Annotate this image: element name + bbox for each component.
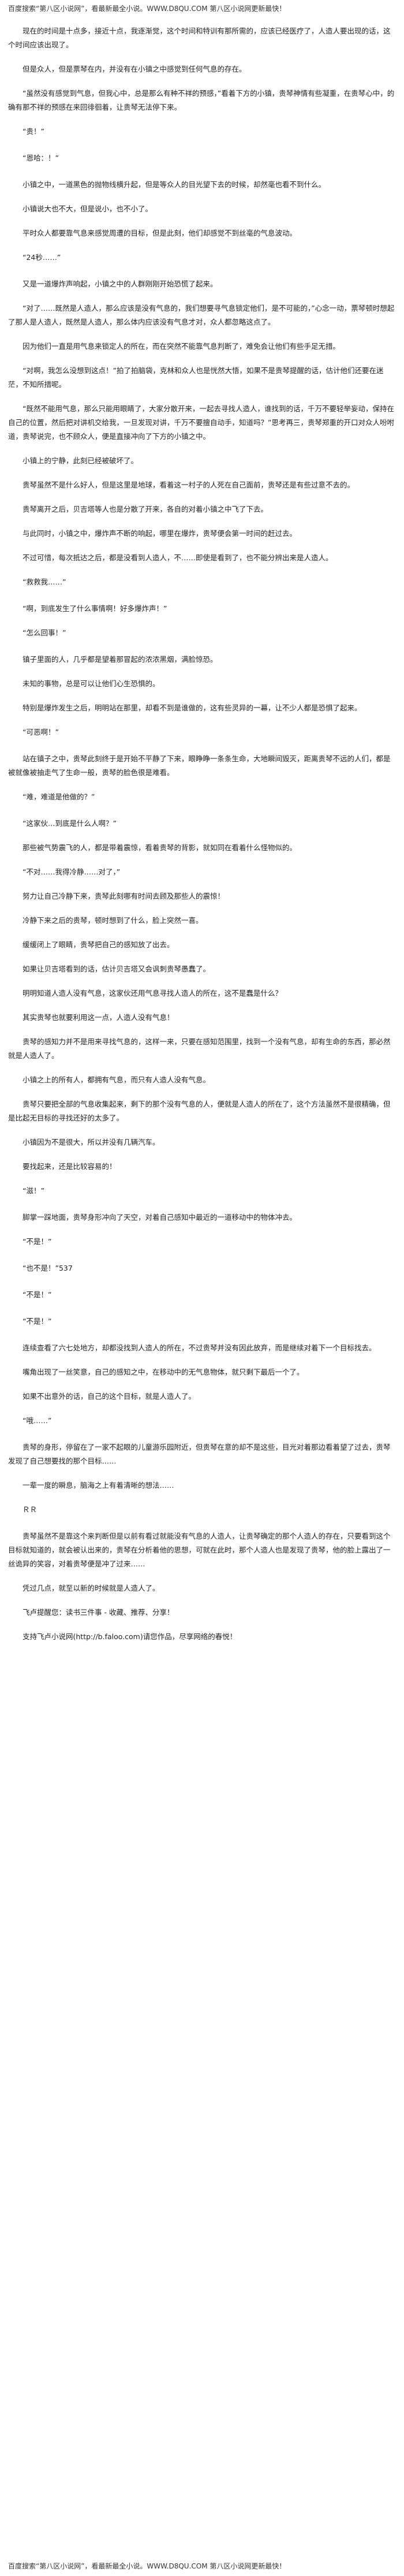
paragraph: 镇子里面的人，几乎都是望着那冒起的浓浓黑烟，满脸惊恐。 — [23, 655, 218, 664]
paragraph: 未知的事物，总是可以让他们心生恐惧的。 — [23, 679, 160, 688]
paragraph: 现在的时间是十点多，接近十点，我逐渐觉，这个时间和特训有那所需的，应该已经医疗了… — [8, 27, 391, 49]
paragraph: 如果不出意外的话，自己的这个目标，就是人造人了。 — [23, 1392, 196, 1401]
paragraph: “既然不能用气息，那么只能用眼睛了，大家分散开来，一起去寻找人造人，谁找到的话，… — [8, 404, 394, 441]
paragraph: 但是众人，但是票琴在内，并没有在小镇之中感觉到任何气息的存在。 — [23, 65, 246, 73]
paragraph: 努力让自己冷静下来，贵琴此刻哪有时间去顾及那些人的震惊！ — [23, 892, 225, 900]
paragraph: 小镇说大也不大，但是说小，也不小了。 — [23, 204, 153, 213]
paragraph: 站在镇子之中，贵琴此刻终于是开始不平静了下来，眼睁睁一条条生命，大地瞬间毁灭，距… — [8, 754, 391, 777]
paragraph: 小镇之中，一道黑色的抛物线横升起，但是等众人的目光望下去的时候，却然毫也看不到什… — [23, 180, 326, 189]
paragraph: ＲＲ — [23, 1505, 38, 1514]
paragraph: “这家伙…到底是什么人啊？” — [23, 819, 117, 828]
paragraph: “恩哈：！” — [23, 154, 59, 162]
top-banner: 百度搜索“第八区小说网”，看最新最全小说。WWW.D8QU.COM 第八区小说网… — [8, 5, 286, 13]
paragraph: 因为他们一直是用气息来锁定人的所在，而在突然不能靠气息判断了，难免会让他们有些手… — [23, 342, 341, 351]
paragraph: 飞卢提醒您：读书三件事 - 收藏、推荐、分享！ — [23, 1608, 174, 1617]
paragraph: 要找起来，还是比较容易的！ — [23, 1162, 117, 1171]
paragraph: 贵琴的身形，停留在了一家不起眼的儿童游乐园附近，但贵琴在意的却不是这些，目光对着… — [8, 1443, 391, 1465]
paragraph: 连续查看了六七处地方，却都没找到人造人的所在，不过贵琴并没有因此放弃，而是继续对… — [23, 1343, 376, 1352]
paragraph: 贵琴离开之后，贝吉塔等人也是分散了开来，各自的对着小镇之中飞了下去。 — [23, 505, 268, 513]
paragraph: 嘴角出现了一丝笑意，自己的感知之中，在移动中的无气息物体，就只剩下最后一个了。 — [23, 1368, 304, 1376]
paragraph: “啊，到底发生了什么事情啊！好多爆炸声！” — [23, 604, 167, 613]
paragraph: “贵！” — [23, 127, 44, 136]
paragraph: 凭过几点，就至以新的时候就是人造人了。 — [23, 1584, 160, 1592]
paragraph: “虽然没有感觉到气息，但我心中，总是那么有种不祥的预感，”看着下方的小镇，贵琴神… — [8, 89, 395, 111]
paragraph: “滋！” — [23, 1186, 44, 1195]
paragraph: 又是一道爆炸声响起，小镇之中的人群刚刚开始恐慌了起来。 — [23, 280, 218, 288]
paragraph: 那些被气势震飞的人，都是带着震惊，看着贵琴的背影，就如同在看着什么怪物似的。 — [23, 843, 297, 852]
paragraph: “不是！” — [23, 1317, 52, 1326]
paragraph: “对啊，我怎么没想到这点！”拍了拍脑袋，克林和众人也是恍然大悟，如果不是贵琴提醒… — [8, 366, 384, 389]
paragraph: “24秒……” — [23, 253, 61, 262]
paragraph: 小镇之上的所有人，都拥有气息，而只有人造人没有气息。 — [23, 1075, 211, 1084]
paragraph: 贵琴的感知力并不是用来寻找气息的，这样一来，只要在感知范围里，找到一个没有气息，… — [8, 1037, 391, 1060]
paragraph: “难，难道是他做的？” — [23, 792, 95, 801]
paragraph: 明明知道人造人没有气息，这家伙还用气息寻找人造人的所在，这不是蠢是什么？ — [23, 989, 283, 997]
bottom-banner: 百度搜索“第八区小说网”，看最新最全小说。WWW.D8QU.COM 第八区小说网… — [8, 2562, 286, 2570]
paragraph: 贵琴虽然不是靠这个来判断但是以前有看过就能没有气息的人造人，让贵琴确定的那个人造… — [8, 1532, 391, 1568]
paragraph: “救救我……” — [23, 578, 66, 586]
paragraph: 其实贵琴也就要利用这一点，人造人没有气息！ — [23, 1013, 174, 1022]
paragraph: 缓缓闭上了眼睛，贵琴把自己的感知放了出去。 — [23, 940, 174, 949]
paragraph: 不过可惜，每次抵达之后，都是没看到人造人，不……即使是看到了，也不能分辨出来是人… — [23, 553, 333, 562]
paragraph: 小镇上的宁静，此刻已经被破坏了。 — [23, 456, 139, 465]
paragraph: 贵琴只要把全部的气息收集起来，剩下的那个没有气息的人，便就是人造人的所在了，这个… — [8, 1100, 391, 1122]
paragraph: 冷静下来之后的贵琴，顿时想到了什么，脸上突然一喜。 — [23, 916, 203, 925]
paragraph: 脚掌一踩地面，贵琴身形冲向了天空，对着自己感知中最近的一道移动中的物体冲去。 — [23, 1213, 297, 1222]
paragraph: “怎么回事！” — [23, 628, 66, 637]
site-note: 支持飞卢小说网(http://b.faloo.com)请您作品，尽享网络的春悦！ — [23, 1632, 237, 1641]
paragraph: 如果让贝吉塔看到的话，估计贝吉塔又会讽刺贵琴愚蠢了。 — [23, 965, 211, 973]
paragraph: 小镇因为不是很大，所以并没有几辆汽车。 — [23, 1138, 160, 1146]
paragraph: “不对……我得冷静……对了，” — [23, 868, 121, 876]
paragraph: “不是！” — [23, 1290, 52, 1299]
chapter-content: 现在的时间是十点多，接近十点，我逐渐觉，这个时间和特训有那所需的，应该已经医疗了… — [8, 24, 396, 1630]
paragraph: “哦……” — [23, 1416, 52, 1425]
paragraph: “可恶啊！” — [23, 728, 59, 736]
paragraph: 一辈一度的瞬息，脑海之上有着清晰的想法…… — [23, 1481, 174, 1490]
paragraph: 贵琴虽然不是什么好人，但是这里是地球，看着这一村子的人死在自己面前，贵琴还是有些… — [23, 481, 355, 489]
paragraph: “不是！” — [23, 1237, 52, 1246]
paragraph: 平时众人都要靠气息来感觉周遭的目标，但是此刻，他们却感觉不到丝毫的气息波动。 — [23, 229, 297, 237]
paragraph: 与此同时，小镇之中，爆炸声不断的响起，哪里在爆炸，贵琴便会第一时间的赶过去。 — [23, 529, 297, 538]
paragraph: 特别是爆炸发生之后，明明站在那里，却看不到是谁做的，这有些灵异的一幕，让不少人都… — [23, 703, 362, 712]
paragraph: “也不是！”537 — [23, 1264, 73, 1272]
paragraph: “对了……既然是人造人，那么应该是没有气息的，我们想要寻气息锁定他们，是不可能的… — [8, 304, 395, 326]
